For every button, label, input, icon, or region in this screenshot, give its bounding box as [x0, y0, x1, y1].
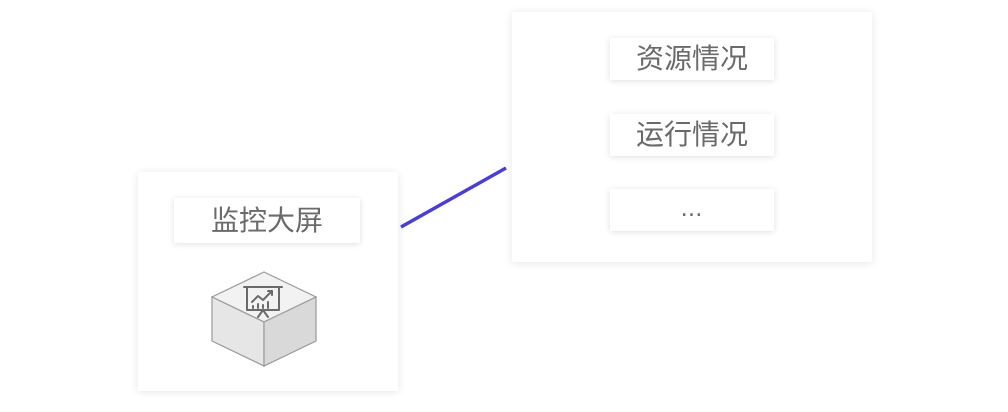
resource-status-item: 资源情况: [610, 38, 774, 80]
monitor-screen-card: 监控大屏: [138, 172, 398, 391]
monitor-screen-label: 监控大屏: [174, 198, 360, 243]
status-list-card: 资源情况 运行情况 …: [512, 12, 872, 262]
more-items-ellipsis: …: [610, 189, 774, 231]
runtime-status-item: 运行情况: [610, 114, 774, 156]
presentation-chart-icon: [243, 286, 283, 318]
presentation-chart-cube-icon: [210, 271, 318, 367]
